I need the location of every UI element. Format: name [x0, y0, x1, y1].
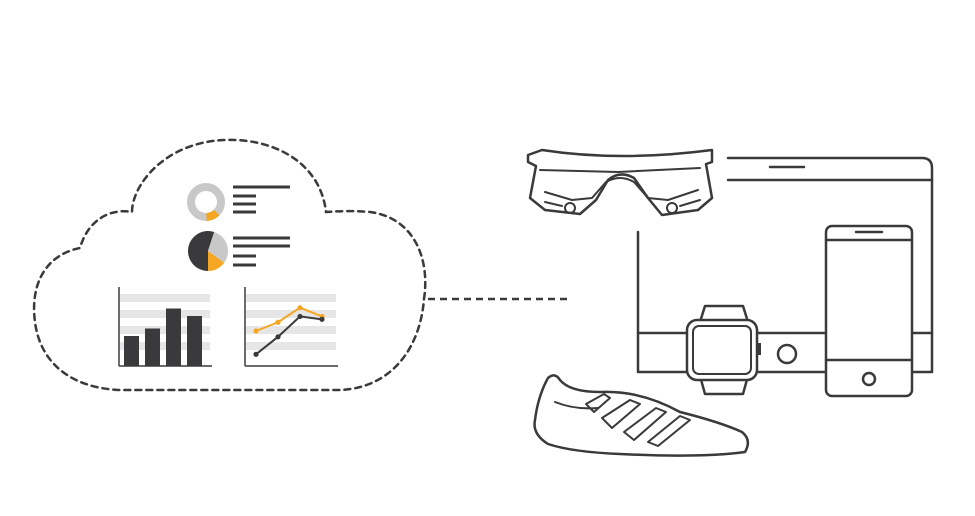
cloud-icon — [32, 138, 427, 392]
line-point-accent-2 — [275, 319, 281, 325]
bar-chart-bars — [124, 308, 202, 366]
bar-3 — [166, 308, 181, 366]
line-point-dark-3 — [297, 313, 303, 320]
line-point-dark-4 — [319, 316, 325, 322]
pie-light-slice — [208, 231, 229, 263]
donut-legend-lines — [233, 185, 290, 214]
donut-chart-icon — [187, 183, 290, 221]
bar-2 — [145, 328, 160, 366]
smart-glasses-icon — [526, 148, 714, 217]
bar-chart-bands — [120, 294, 210, 350]
line-point-dark-1 — [253, 351, 259, 357]
line-point-accent-3 — [297, 305, 303, 311]
cloud-outline — [32, 138, 427, 392]
line-point-dark-2 — [275, 334, 281, 340]
line-chart-points — [253, 305, 325, 357]
line-chart-bands — [246, 294, 336, 350]
line-chart-icon — [244, 287, 338, 367]
line-chart-accent-series — [255, 306, 323, 332]
sneaker-icon — [533, 374, 750, 457]
pie-dark-slice — [188, 231, 215, 271]
pie-legend-lines — [233, 236, 290, 267]
bar-chart-icon — [118, 287, 212, 367]
donut-accent-slice — [205, 209, 220, 221]
line-point-accent-1 — [253, 328, 259, 334]
bar-1 — [124, 336, 139, 366]
smartwatch-icon — [685, 304, 761, 396]
pie-chart-icon — [188, 231, 290, 271]
smartphone-icon — [824, 224, 914, 398]
bar-4 — [187, 316, 202, 366]
line-chart-dark-series — [255, 315, 323, 356]
pie-accent-slice — [208, 251, 225, 271]
